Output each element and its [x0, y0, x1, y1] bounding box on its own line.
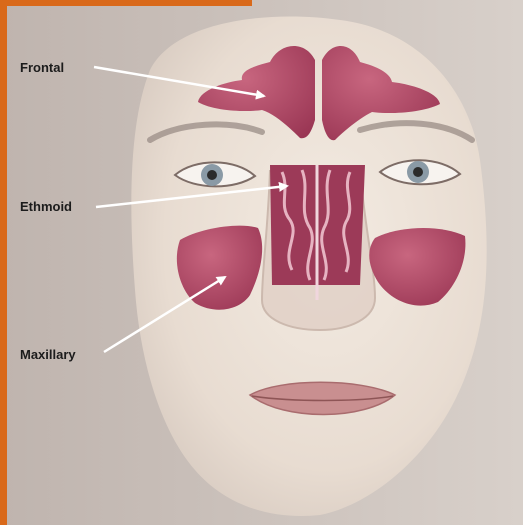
- frame-top-edge: [0, 0, 252, 6]
- frontal-label: Frontal: [20, 60, 64, 75]
- maxillary-label: Maxillary: [20, 347, 76, 362]
- frame-left-edge: [0, 0, 7, 525]
- ethmoid-label: Ethmoid: [20, 199, 72, 214]
